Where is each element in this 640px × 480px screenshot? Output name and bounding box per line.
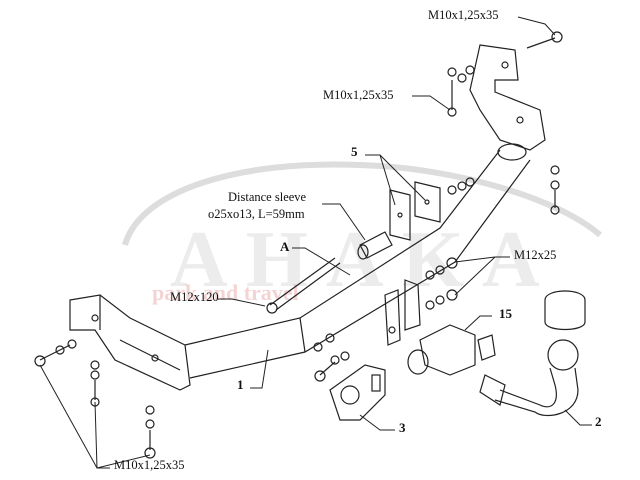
label-distance-sleeve: Distance sleeve	[228, 190, 307, 204]
watermark-tagline: park and travel	[152, 280, 299, 305]
label-part-5: 5	[351, 144, 358, 159]
part-3-socket-plate	[329, 364, 386, 421]
fasteners	[34, 31, 563, 459]
socket-mounting-plates	[384, 279, 421, 346]
label-bolt-bottom-left: M10x1,25x35	[114, 458, 185, 472]
label-bolt-m12x120: M12x120	[170, 290, 219, 304]
m12x120-bolt	[266, 257, 341, 314]
part-2-tow-ball	[479, 290, 586, 417]
left-mounting-bracket	[69, 294, 191, 391]
label-part-a: A	[280, 239, 290, 254]
part-15-electrical-socket	[407, 324, 496, 376]
label-bolt-top-mid: M10x1,25x35	[323, 88, 394, 102]
label-part-15: 15	[499, 306, 512, 321]
right-mounting-bracket	[469, 44, 546, 151]
part-5-plates	[389, 181, 441, 241]
label-part-1: 1	[237, 377, 244, 392]
label-part-2: 2	[595, 414, 602, 429]
label-bolt-m12x25: M12x25	[514, 248, 557, 262]
distance-sleeve	[357, 231, 393, 260]
leader-lines	[39, 16, 592, 469]
label-distance-sleeve-size: o25xo13, L=59mm	[208, 207, 305, 221]
watermark-car-outline	[122, 161, 602, 246]
label-bolt-top-right: M10x1,25x35	[428, 8, 499, 22]
label-part-3: 3	[399, 420, 406, 435]
